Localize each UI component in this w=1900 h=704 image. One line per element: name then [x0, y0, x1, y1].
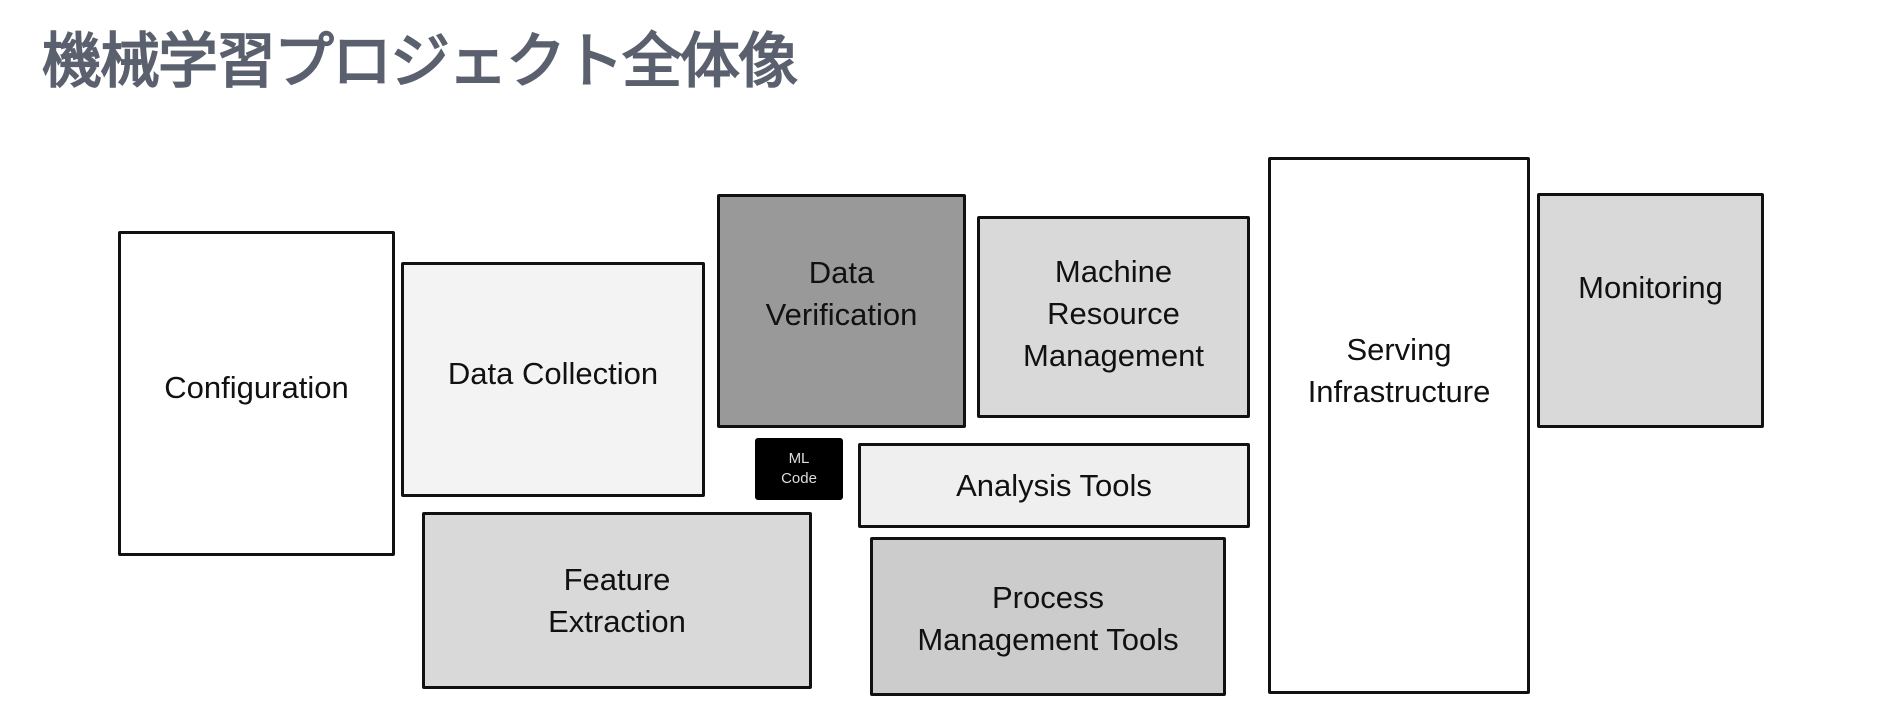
data-verification-box: Data Verification — [717, 194, 966, 428]
ml-code-box: ML Code — [755, 438, 843, 500]
monitoring-box: Monitoring — [1537, 193, 1764, 428]
feature-extraction-label: Feature Extraction — [548, 561, 686, 639]
page-title: 機械学習プロジェクト全体像 — [42, 27, 798, 97]
configuration-label: Configuration — [164, 369, 349, 405]
data-verification-label: Data Verification — [765, 255, 918, 332]
process-management-tools-label: Process Management Tools — [917, 579, 1179, 657]
ml-code-label: ML Code — [781, 450, 817, 487]
data-collection-label: Data Collection — [447, 355, 659, 391]
machine-resource-management-label: Machine Resource Management — [1023, 254, 1204, 373]
analysis-tools-label: Analysis Tools — [956, 467, 1152, 503]
serving-infrastructure-label: Serving Infrastructure — [1307, 331, 1491, 409]
machine-resource-management-box: Machine Resource Management — [977, 216, 1250, 418]
process-management-tools-box: Process Management Tools — [870, 537, 1226, 696]
feature-extraction-box: Feature Extraction — [422, 512, 812, 689]
monitoring-label: Monitoring — [1578, 269, 1723, 305]
configuration-box: Configuration — [118, 231, 395, 556]
serving-infrastructure-box: Serving Infrastructure — [1268, 157, 1530, 694]
analysis-tools-box: Analysis Tools — [858, 443, 1250, 528]
data-collection-box: Data Collection — [401, 262, 705, 497]
